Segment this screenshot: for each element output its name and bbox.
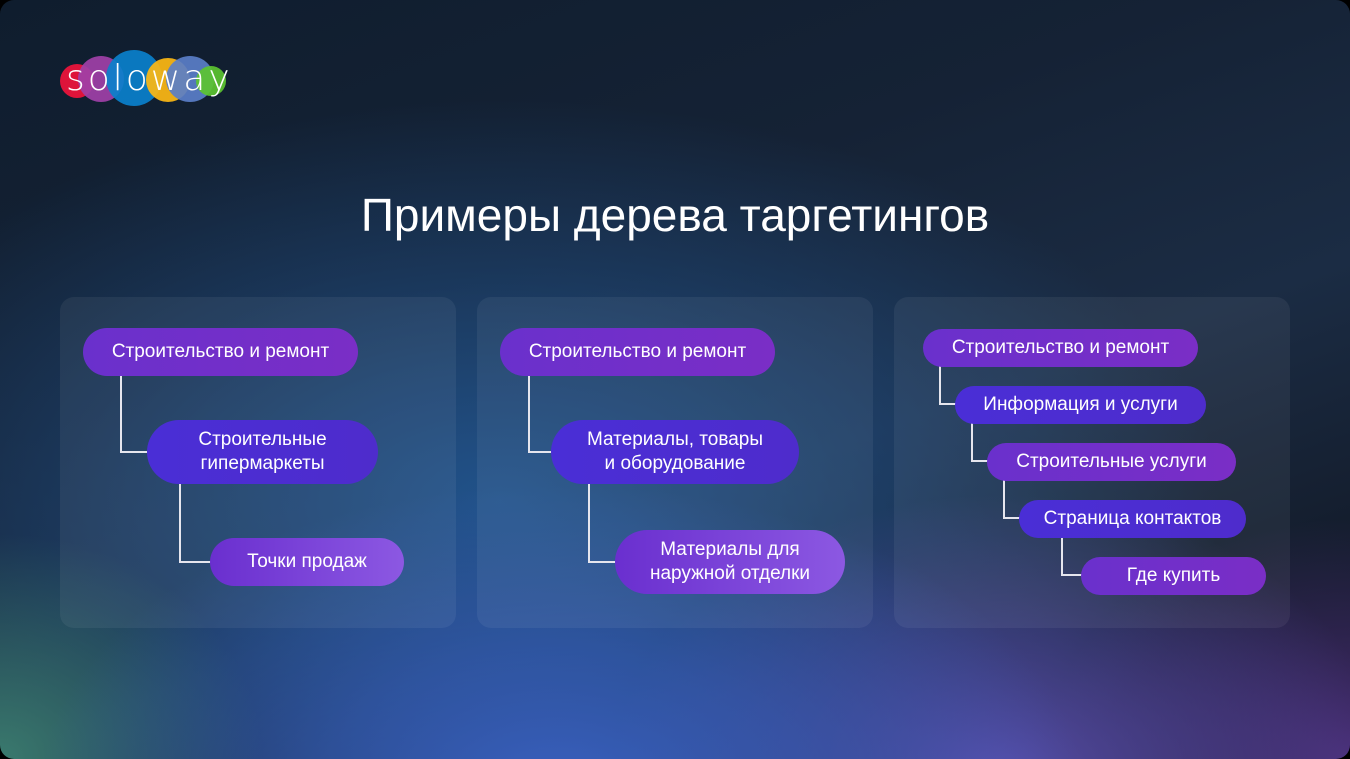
tree-node: Точки продаж [210, 538, 404, 586]
tree-node: Строительство и ремонт [83, 328, 358, 376]
soloway-logo: soloway [58, 50, 230, 110]
tree-node: Строительные гипермаркеты [147, 420, 378, 484]
connector-line [971, 423, 988, 462]
tree-node: Где купить [1081, 557, 1266, 595]
connector-line [1061, 537, 1082, 576]
logo-text: soloway [66, 58, 233, 99]
tree-node: Материалы для наружной отделки [615, 530, 845, 594]
connector-line [528, 376, 552, 453]
tree-node: Материалы, товары и оборудование [551, 420, 799, 484]
tree-node: Строительство и ремонт [923, 329, 1198, 367]
tree-node: Страница контактов [1019, 500, 1246, 538]
tree-node: Строительство и ремонт [500, 328, 775, 376]
connector-line [1003, 480, 1020, 519]
connector-line [179, 484, 211, 563]
tree-node: Информация и услуги [955, 386, 1206, 424]
connector-line [939, 366, 956, 405]
page-title: Примеры дерева таргетингов [360, 189, 990, 241]
tree-node: Строительные услуги [987, 443, 1236, 481]
connector-line [120, 376, 148, 453]
connector-line [588, 484, 616, 563]
